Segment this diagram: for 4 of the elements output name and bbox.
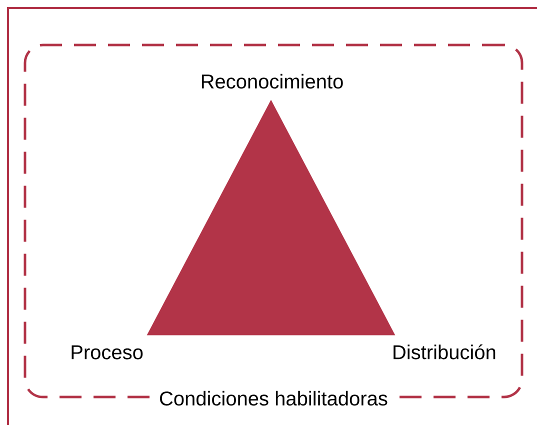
- vertex-label: Proceso: [72, 345, 143, 360]
- triangle-shape: [146, 100, 396, 336]
- vertex-label: Reconocimiento: [202, 74, 343, 89]
- vertex-label: Distribución: [394, 344, 496, 360]
